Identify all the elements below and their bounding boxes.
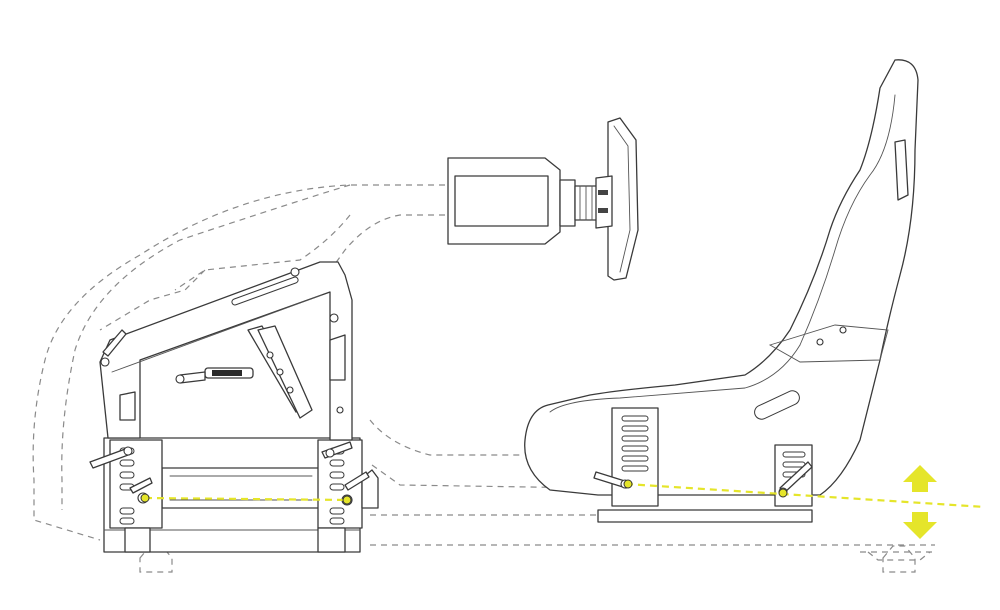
base-alignment-line	[144, 496, 351, 502]
pedal-tray	[99, 261, 353, 441]
front-seat-slot-ladder	[621, 415, 649, 472]
seat-shell	[524, 59, 919, 496]
steering-wheel	[595, 117, 639, 281]
wheel-base	[447, 157, 601, 245]
arrow-down-icon	[903, 512, 937, 539]
right-foot	[317, 527, 346, 553]
left-foot	[124, 527, 151, 553]
base-levers	[89, 441, 370, 506]
rear-seat-slot-ladder	[782, 451, 806, 478]
pedal-deck-frame	[103, 437, 379, 553]
ghost-outline	[32, 184, 935, 573]
seat-rail-plate	[597, 509, 813, 523]
alignment-lines	[140, 479, 986, 509]
arrow-up-icon	[903, 465, 937, 492]
seat	[524, 59, 919, 523]
